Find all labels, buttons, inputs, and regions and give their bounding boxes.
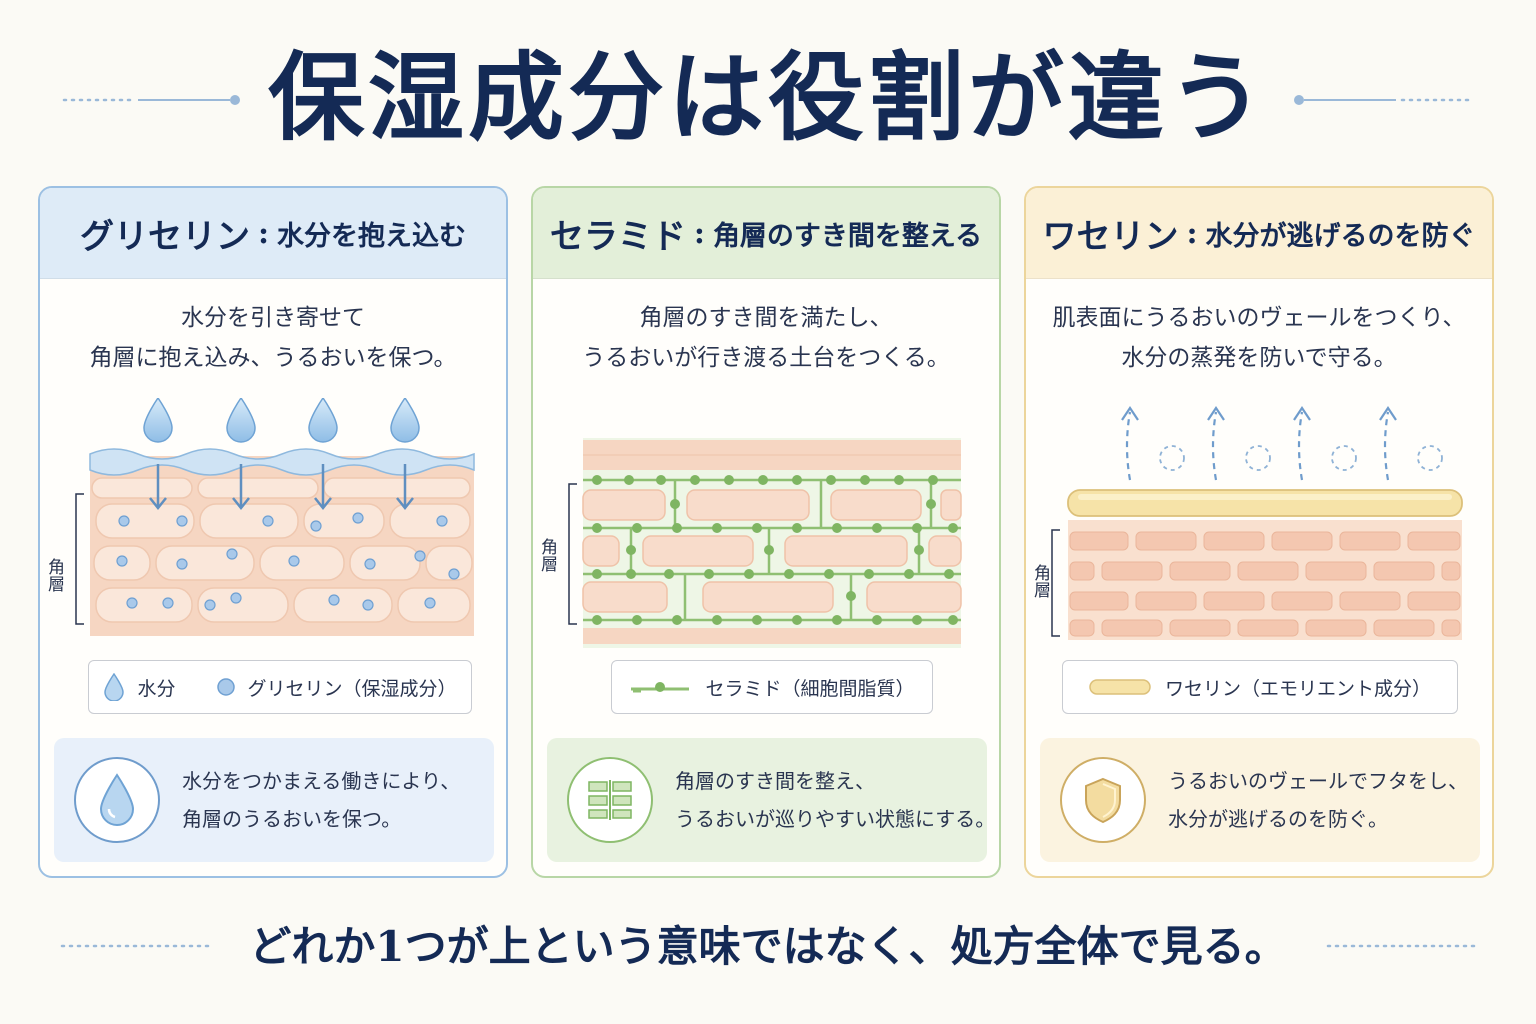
vaseline-legend: ワセリン（エモリエント成分） (1062, 660, 1458, 714)
vaseline-role: 水分が逃げるのを防ぐ (1205, 220, 1476, 252)
ceramide-description: 角層のすき間を満たし、 うるおいが行き渡る土台をつくる。 (582, 305, 950, 371)
shield-icon (1060, 757, 1146, 843)
ceramide-legend: セラミド（細胞間脂質） (611, 660, 933, 714)
evaporation-arrow-icon (1125, 411, 1390, 481)
glycerin-role: 水分を抱え込む (277, 220, 467, 252)
glycerin-illustration: 角層 (44, 398, 475, 636)
vaseline-name: ワセリン (1042, 216, 1179, 257)
ceramide-summary-text: 角層のすき間を整え、 うるおいが巡りやすい状態にする。 (675, 769, 996, 831)
ceramide-layer-label: 角層 (537, 538, 558, 572)
title-row: 保湿成分は役割が違う (0, 38, 1536, 158)
vaseline-card-header: ワセリン : 水分が逃げるのを防ぐ (1026, 188, 1492, 279)
legend-item-vaseline: ワセリン（エモリエント成分） (1089, 674, 1431, 701)
ceramide-role: 角層のすき間を整える (712, 220, 983, 252)
footer-left-decoration (60, 944, 210, 948)
ceramide-separator: : (693, 215, 705, 251)
vaseline-card: ワセリン : 水分が逃げるのを防ぐ 肌表面にうるおいのヴェールをつくり、 水分の… (1024, 186, 1494, 878)
blue-dot-icon (216, 678, 235, 696)
glycerin-summary: 水分をつかまえる働きにより、 角層のうるおいを保つ。 (54, 738, 494, 862)
legend-item-ceramide: セラミド（細胞間脂質） (629, 674, 915, 701)
vaseline-summary-text: うるおいのヴェールでフタをし、 水分が逃げるのを防ぐ。 (1168, 769, 1468, 831)
ceramide-summary: 角層のすき間を整え、 うるおいが巡りやすい状態にする。 (547, 738, 995, 862)
glycerin-layer-label: 角層 (44, 558, 65, 592)
glycerin-name: グリセリン (79, 216, 250, 257)
title-left-decoration (62, 91, 242, 105)
legend-item-water: 水分 (103, 673, 176, 701)
glycerin-description: 水分を引き寄せて 角層に抱え込み、うるおいを保つ。 (89, 305, 457, 371)
footer-row: どれか1つが上という意味ではなく、処方全体で見る。 (0, 912, 1536, 982)
glycerin-summary-text: 水分をつかまえる働きにより、 角層のうるおいを保つ。 (182, 769, 461, 831)
vaseline-bar-icon (1089, 679, 1151, 695)
ceramide-card: セラミド : 角層のすき間を整える 角層のすき間を満たし、 うるおいが行き渡る土… (531, 186, 1001, 878)
water-drop-icon (104, 673, 125, 701)
vaseline-description: 肌表面にうるおいのヴェールをつくり、 水分の蒸発を防いで守る。 (1052, 305, 1466, 371)
ceramide-card-header: セラミド : 角層のすき間を整える (533, 188, 999, 279)
glycerin-separator: : (257, 215, 270, 251)
glycerin-card: グリセリン : 水分を抱え込む 水分を引き寄せて 角層に抱え込み、うるおいを保つ… (38, 186, 508, 878)
ceramide-illustration: 角層 (537, 438, 962, 648)
page-title: 保湿成分は役割が違う (268, 41, 1268, 154)
vaseline-summary: うるおいのヴェールでフタをし、 水分が逃げるのを防ぐ。 (1040, 738, 1480, 862)
vaseline-layer-label: 角層 (1030, 564, 1051, 598)
vaseline-illustration: 角層 (1030, 406, 1463, 640)
ceramide-line-icon (631, 682, 690, 693)
ceramide-name: セラミド (549, 216, 686, 257)
legend-item-glycerin: グリセリン（保湿成分） (216, 674, 457, 701)
blue-dot-icon (116, 512, 460, 611)
footer-message: どれか1つが上という意味ではなく、処方全体で見る。 (249, 922, 1287, 971)
glycerin-card-header: グリセリン : 水分を抱え込む (40, 188, 506, 279)
water-drop-icon (143, 398, 420, 443)
vaseline-bar-icon (1067, 489, 1463, 517)
vaseline-separator: : (1186, 215, 1198, 251)
glycerin-legend: 水分 グリセリン（保湿成分） (88, 660, 472, 714)
title-right-decoration (1292, 91, 1472, 105)
water-drop-icon (74, 757, 160, 843)
brick-layer-icon (567, 757, 653, 843)
footer-right-decoration (1326, 944, 1476, 948)
